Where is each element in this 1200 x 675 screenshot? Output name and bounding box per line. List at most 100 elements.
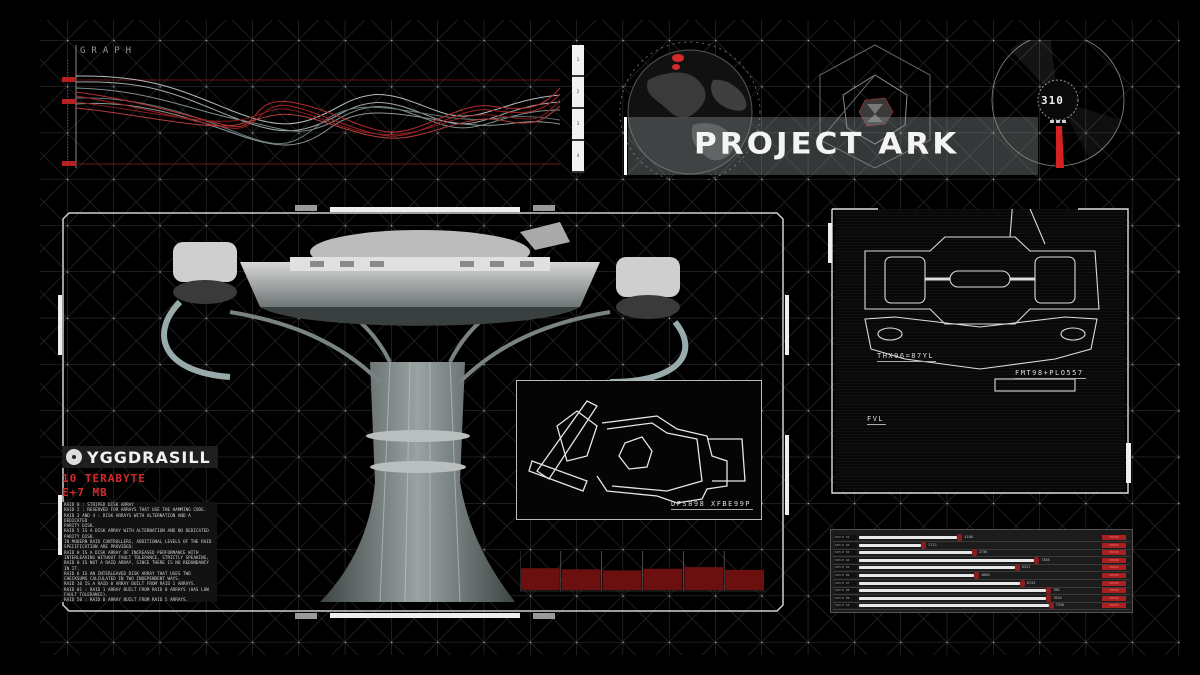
row-label: SCH-P 01	[835, 535, 857, 540]
structure-subvalue: E+7 MB	[62, 486, 108, 499]
description-line: PARITY DISK.	[64, 524, 96, 530]
row-label: SCH-P 08	[835, 588, 857, 594]
progress-bar	[859, 566, 1015, 570]
description-line: RAID 50 : RAID 0 ARRAY BUILT FROM RAID 5…	[64, 598, 189, 602]
progress-knob[interactable]	[971, 549, 977, 557]
vehicle-schematic-image	[864, 196, 1100, 392]
progress-bar	[859, 589, 1047, 593]
progress-bar	[859, 551, 972, 555]
row-value: 7308	[1041, 557, 1050, 562]
ticker-cell: 3	[572, 109, 584, 141]
mini-chart-bar	[684, 567, 724, 590]
schematic-panel-frame	[828, 208, 1131, 494]
yggdrasill-structure-image	[161, 222, 689, 603]
status-bar-row: SCH-P 08 788 ERROR	[833, 587, 1130, 596]
dial-gauge	[991, 40, 1125, 168]
disc-icon	[66, 449, 82, 465]
schematic-label-1: THX96=87YL	[877, 352, 937, 362]
row-value: 4860	[981, 573, 990, 577]
row-value: 4736	[978, 550, 988, 555]
mini-bar-chart	[520, 551, 765, 592]
description-line: RAID 5 IS A DISK ARRAY WITH ALTERNATION …	[64, 529, 209, 535]
globe-icon	[619, 41, 761, 180]
schematic-label-3: FVL	[867, 415, 887, 425]
status-tag: ERROR	[1102, 550, 1126, 556]
inset-schematic-panel: DPS898 XFBE99P	[516, 380, 762, 520]
progress-knob[interactable]	[1034, 556, 1040, 564]
status-tag: ERROR	[1102, 595, 1126, 601]
status-tag: ERROR	[1102, 603, 1126, 609]
description-line: INTERLEAVING WITHOUT FAULT TOLERANCE, ST…	[64, 555, 209, 561]
radar-hexagon-icon	[819, 44, 931, 169]
status-bar-row: SCH-P 07 6743 ERROR	[833, 579, 1130, 588]
progress-knob[interactable]	[1046, 594, 1052, 602]
progress-knob[interactable]	[1015, 564, 1020, 572]
progress-knob[interactable]	[1048, 602, 1054, 610]
row-label: SCH-P 10	[835, 603, 857, 609]
progress-knob[interactable]	[1046, 587, 1052, 595]
description-line: RAID 0 : STRIPED DISK ARRAY	[64, 503, 134, 508]
waveform-graph	[62, 45, 561, 168]
graph-label: GRAPH	[80, 46, 138, 56]
progress-bar	[859, 558, 1035, 562]
progress-knob[interactable]	[957, 534, 963, 541]
row-value: 6743	[1026, 580, 1036, 585]
description-line: CHECKSUMS CALCULATED IN TWO INDEPENDENT …	[64, 577, 181, 583]
progress-bar	[859, 596, 1047, 600]
progress-bar	[859, 604, 1049, 608]
graph-side-ticker: 1 2 3 4	[572, 45, 584, 173]
row-value: 4108	[964, 535, 973, 539]
description-line: RAID 01 : RAID 1 ARRAY BUILT FROM RAID 0…	[64, 587, 209, 593]
description-line: RAID 6 IS AN INTERLEAVED DISK ARRAY THAT…	[64, 571, 191, 577]
row-label: SCH-P 09	[835, 595, 857, 601]
description-line: FAULT TOLERANCE).	[64, 593, 108, 599]
description-line: RAID 0 IS NOT A RAID ARRAY, SINCE THERE …	[64, 561, 209, 572]
title-bar-marker	[624, 117, 627, 175]
mini-chart-bar	[521, 568, 560, 590]
progress-bar	[859, 543, 922, 547]
row-value: 7820	[1053, 595, 1062, 600]
status-tag: ERROR	[1102, 580, 1126, 586]
page-title: PROJECT ARK	[694, 126, 960, 162]
progress-bar	[859, 536, 958, 539]
structure-capacity: 10 TERABYTE	[62, 472, 146, 485]
inset-label: DPS898 XFBE99P	[671, 500, 754, 510]
row-label: SCH-P 02	[835, 542, 857, 548]
description-line: IN MODERN RAID CONTROLLERS, ADDITIONAL L…	[64, 540, 212, 546]
mini-chart-bar	[561, 569, 601, 590]
mini-chart-bar	[643, 568, 683, 590]
component-schematic-image	[528, 400, 746, 504]
status-tag: ERROR	[1102, 557, 1126, 563]
schematic-label-2: FMT98+PLO557	[1015, 369, 1086, 379]
progress-knob[interactable]	[974, 572, 980, 579]
mini-chart-bar	[725, 569, 764, 590]
structure-name: YGGDRASILL	[87, 447, 211, 467]
status-tag: ERROR	[1102, 542, 1126, 548]
row-value: 788	[1053, 588, 1060, 593]
progress-bar	[859, 581, 1020, 585]
graph-widget: GRAPH	[60, 40, 590, 180]
description-line: SPECIFICATION ARE PROVIDED:	[64, 545, 134, 551]
row-label: SCH-P 03	[835, 550, 857, 556]
ticker-cell: 2	[572, 77, 584, 109]
status-tag: ERROR	[1102, 588, 1126, 594]
dial-value: 310	[1041, 94, 1064, 107]
status-tag: ERROR	[1102, 573, 1126, 578]
row-value: 6522	[1022, 565, 1031, 570]
progress-knob[interactable]	[921, 541, 927, 549]
row-label: SCH-P 06	[835, 573, 857, 578]
main-panel-frame	[58, 205, 789, 619]
progress-knob[interactable]	[1019, 579, 1025, 587]
ticker-cell: 4	[572, 141, 584, 173]
row-label: SCH-P 07	[835, 580, 857, 586]
description-line: RAID 0 IS A DISK ARRAY OF INCREASED PERF…	[64, 550, 199, 556]
description-line: RAID 10 IS A RAID 0 ARRAY BUILT FROM RAI…	[64, 582, 196, 588]
description-line: RAID 2 : RESERVED FOR ARRAYS THAT USE TH…	[64, 508, 207, 514]
description-line: PARITY DISK.	[64, 534, 96, 540]
row-label: SCH-P 05	[835, 565, 857, 571]
